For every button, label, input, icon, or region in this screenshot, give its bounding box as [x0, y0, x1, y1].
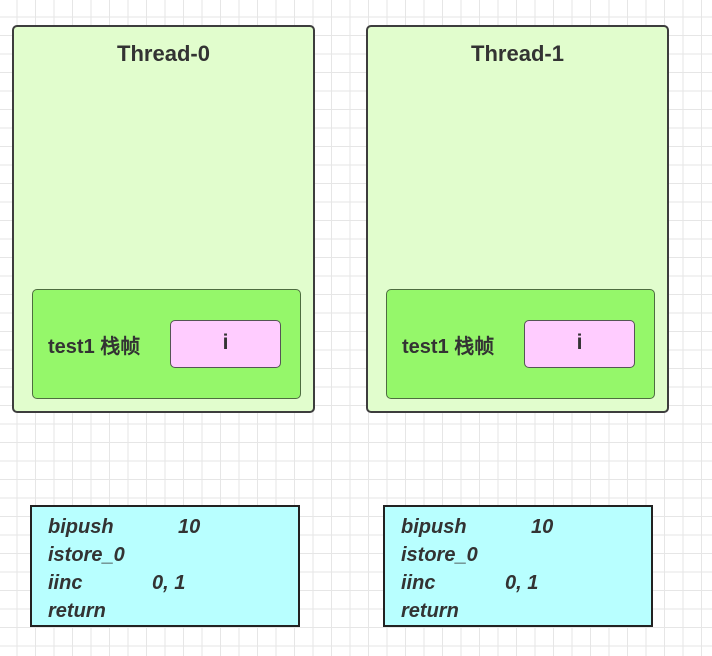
opcode: return	[48, 600, 106, 622]
bytecode-box-thread-0: bipush 10 istore_0 iinc 0, 1 return	[30, 505, 300, 627]
operand: 0, 1	[505, 572, 539, 594]
bytecode-line: return	[401, 597, 651, 625]
thread-title: Thread-0	[117, 41, 210, 66]
stack-frame: test1 栈帧 i	[32, 289, 301, 399]
bytecode-box-thread-1: bipush 10 istore_0 iinc 0, 1 return	[383, 505, 653, 627]
opcode: bipush	[401, 516, 467, 538]
stack-frame-label: test1 栈帧	[402, 336, 495, 358]
bytecode-line: iinc 0, 1	[48, 569, 298, 597]
bytecode-line: istore_0	[48, 541, 298, 569]
thread-1-box: Thread-1 test1 栈帧 i	[366, 25, 669, 413]
bytecode-line: return	[48, 597, 298, 625]
stack-frame-label: test1 栈帧	[48, 336, 141, 358]
local-variable-box: i	[170, 320, 281, 368]
bytecode-line: bipush 10	[401, 513, 651, 541]
operand: 10	[531, 516, 554, 538]
thread-title: Thread-1	[471, 41, 564, 66]
bytecode-line: iinc 0, 1	[401, 569, 651, 597]
operand: 0, 1	[152, 572, 186, 594]
opcode: bipush	[48, 516, 114, 538]
bytecode-line: bipush 10	[48, 513, 298, 541]
operand: 10	[178, 516, 201, 538]
stack-frame: test1 栈帧 i	[386, 289, 655, 399]
opcode: iinc	[48, 572, 83, 594]
thread-0-box: Thread-0 test1 栈帧 i	[12, 25, 315, 413]
opcode: istore_0	[401, 544, 478, 566]
opcode: istore_0	[48, 544, 125, 566]
bytecode-line: istore_0	[401, 541, 651, 569]
local-variable-box: i	[524, 320, 635, 368]
opcode: iinc	[401, 572, 436, 594]
opcode: return	[401, 600, 459, 622]
